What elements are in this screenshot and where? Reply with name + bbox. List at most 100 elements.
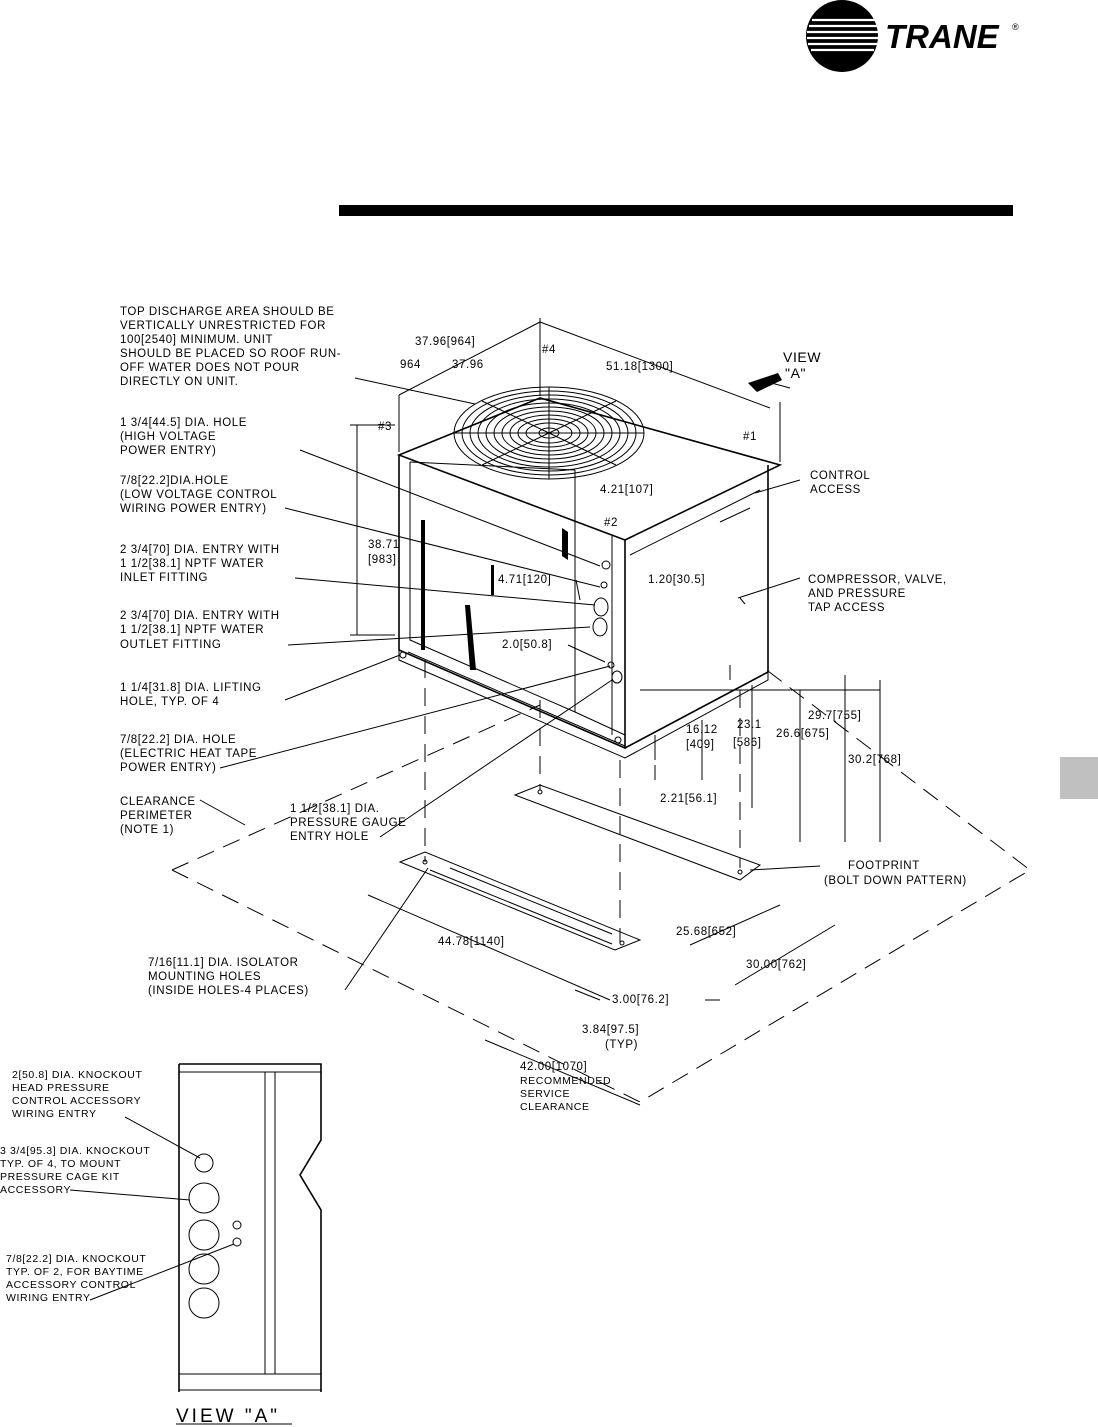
svg-text:RECOMMENDED: RECOMMENDED (520, 1075, 611, 1087)
svg-text:(BOLT DOWN PATTERN): (BOLT DOWN PATTERN) (824, 875, 967, 887)
svg-text:TYP. OF 2, FOR BAYTIME: TYP. OF 2, FOR BAYTIME (6, 1266, 144, 1278)
svg-text:HEAD PRESSURE: HEAD PRESSURE (12, 1082, 110, 1094)
svg-text:51.18[1300]: 51.18[1300] (606, 361, 673, 373)
svg-text:ENTRY HOLE: ENTRY HOLE (290, 831, 369, 843)
view-a-arrow-label-2: "A" (785, 365, 806, 381)
svg-text:42.00[1070]: 42.00[1070] (520, 1061, 587, 1073)
view-a-notes: 2[50.8] DIA. KNOCKOUT HEAD PRESSURE CONT… (0, 1069, 150, 1304)
svg-text:16.12: 16.12 (686, 724, 718, 736)
svg-text:[409]: [409] (686, 739, 715, 751)
svg-text:TYP. OF 4, TO MOUNT: TYP. OF 4, TO MOUNT (0, 1158, 121, 1170)
svg-text:2[50.8] DIA. KNOCKOUT: 2[50.8] DIA. KNOCKOUT (12, 1069, 142, 1081)
svg-text:(TYP): (TYP) (605, 1039, 638, 1051)
svg-text:1 1/2[38.1] NPTF WATER: 1 1/2[38.1] NPTF WATER (120, 624, 264, 636)
svg-text:SERVICE: SERVICE (520, 1088, 570, 1100)
svg-text:WIRING ENTRY: WIRING ENTRY (6, 1292, 91, 1304)
svg-text:(NOTE 1): (NOTE 1) (120, 824, 174, 836)
svg-text:29.7[755]: 29.7[755] (808, 710, 861, 722)
svg-text:(INSIDE HOLES-4 PLACES): (INSIDE HOLES-4 PLACES) (148, 985, 309, 997)
svg-text:PERIMETER: PERIMETER (120, 810, 193, 822)
svg-text:OUTLET FITTING: OUTLET FITTING (120, 639, 221, 651)
svg-text:VERTICALLY UNRESTRICTED FOR: VERTICALLY UNRESTRICTED FOR (120, 320, 326, 332)
header-rule (339, 205, 1013, 216)
svg-text:37.96[964]: 37.96[964] (415, 336, 475, 348)
callout-labels: 1 3/4[44.5] DIA. HOLE (HIGH VOLTAGE POWE… (120, 417, 967, 997)
svg-text:PRESSURE CAGE KIT: PRESSURE CAGE KIT (0, 1171, 120, 1183)
svg-text:ACCESSORY: ACCESSORY (0, 1184, 71, 1196)
svg-text:TOP DISCHARGE AREA SHOULD BE: TOP DISCHARGE AREA SHOULD BE (120, 306, 335, 318)
svg-text:CLEARANCE: CLEARANCE (520, 1101, 590, 1113)
svg-text:23.1: 23.1 (737, 719, 762, 731)
svg-text:MOUNTING HOLES: MOUNTING HOLES (148, 971, 261, 983)
svg-text:[983]: [983] (368, 554, 397, 566)
clearance-perimeter (171, 660, 1031, 1103)
svg-text:POWER ENTRY): POWER ENTRY) (120, 762, 216, 774)
svg-text:3 3/4[95.3] DIA. KNOCKOUT: 3 3/4[95.3] DIA. KNOCKOUT (0, 1145, 150, 1157)
svg-text:7/8[22.2] DIA. HOLE: 7/8[22.2] DIA. HOLE (120, 734, 236, 746)
svg-text:1 1/2[38.1] DIA.: 1 1/2[38.1] DIA. (290, 803, 380, 815)
corner-label-3: #3 (378, 421, 392, 433)
svg-text:OFF WATER DOES NOT POUR: OFF WATER DOES NOT POUR (120, 362, 300, 374)
svg-text:COMPRESSOR, VALVE,: COMPRESSOR, VALVE, (808, 574, 947, 586)
dimension-labels: 37.96[964] 964 37.96 51.18[1300] 38.71 [… (368, 336, 901, 1113)
trane-logo: TRANE ® (806, 0, 1019, 72)
svg-text:AND PRESSURE: AND PRESSURE (808, 588, 906, 600)
svg-text:PRESSURE GAUGE: PRESSURE GAUGE (290, 817, 406, 829)
svg-text:1 1/4[31.8] DIA. LIFTING: 1 1/4[31.8] DIA. LIFTING (120, 682, 262, 694)
svg-text:CONTROL ACCESSORY: CONTROL ACCESSORY (12, 1095, 141, 1107)
svg-text:FOOTPRINT: FOOTPRINT (848, 860, 920, 872)
svg-text:2 3/4[70] DIA. ENTRY WITH: 2 3/4[70] DIA. ENTRY WITH (120, 544, 280, 556)
corner-label-1: #1 (743, 431, 757, 443)
svg-text:38.71: 38.71 (368, 539, 400, 551)
leader-lines (199, 377, 821, 991)
svg-text:WIRING ENTRY: WIRING ENTRY (12, 1108, 97, 1120)
view-a-arrow-label: VIEW (783, 349, 821, 365)
svg-text:[586]: [586] (733, 737, 762, 749)
svg-text:1 1/2[38.1] NPTF WATER: 1 1/2[38.1] NPTF WATER (120, 558, 264, 570)
svg-text:25.68[652]: 25.68[652] (676, 926, 736, 938)
corner-label-2: #2 (604, 517, 618, 529)
svg-text:2.21[56.1]: 2.21[56.1] (660, 793, 717, 805)
svg-text:44.78[1140]: 44.78[1140] (438, 936, 505, 948)
svg-text:(ELECTRIC HEAT TAPE: (ELECTRIC HEAT TAPE (120, 748, 257, 760)
svg-text:30.2[768]: 30.2[768] (848, 754, 901, 766)
svg-text:4.71[120]: 4.71[120] (498, 574, 551, 586)
svg-text:4.21[107]: 4.21[107] (600, 484, 653, 496)
registered-mark: ® (1012, 22, 1019, 32)
svg-text:HOLE, TYP. OF 4: HOLE, TYP. OF 4 (120, 696, 219, 708)
svg-text:30.00[762]: 30.00[762] (746, 959, 806, 971)
svg-text:DIRECTLY ON UNIT.: DIRECTLY ON UNIT. (120, 376, 238, 388)
svg-text:ACCESS: ACCESS (810, 484, 861, 496)
dimension-lines (350, 318, 881, 1106)
svg-text:WIRING POWER ENTRY): WIRING POWER ENTRY) (120, 503, 267, 515)
side-tab (1060, 757, 1098, 799)
svg-text:POWER ENTRY): POWER ENTRY) (120, 445, 216, 457)
svg-text:(HIGH VOLTAGE: (HIGH VOLTAGE (120, 431, 216, 443)
svg-text:(LOW VOLTAGE CONTROL: (LOW VOLTAGE CONTROL (120, 489, 277, 501)
svg-text:ACCESSORY CONTROL: ACCESSORY CONTROL (6, 1279, 136, 1291)
svg-text:TAP ACCESS: TAP ACCESS (808, 602, 885, 614)
svg-text:7/8[22.2]DIA.HOLE: 7/8[22.2]DIA.HOLE (120, 475, 229, 487)
view-a-panel: VIEW "A" (69, 1063, 322, 1427)
unit-body (396, 397, 783, 759)
svg-text:100[2540] MINIMUM. UNIT: 100[2540] MINIMUM. UNIT (120, 334, 273, 346)
svg-text:2.0[50.8]: 2.0[50.8] (502, 639, 552, 651)
svg-text:7/8[22.2] DIA. KNOCKOUT: 7/8[22.2] DIA. KNOCKOUT (6, 1253, 146, 1265)
svg-text:3.00[76.2]: 3.00[76.2] (612, 994, 669, 1006)
fan-guard (453, 386, 645, 480)
view-a-title: VIEW "A" (176, 1406, 280, 1427)
top-discharge-note: TOP DISCHARGE AREA SHOULD BE VERTICALLY … (120, 306, 341, 388)
svg-text:INLET FITTING: INLET FITTING (120, 572, 208, 584)
svg-text:2 3/4[70] DIA. ENTRY WITH: 2 3/4[70] DIA. ENTRY WITH (120, 610, 280, 622)
svg-text:CONTROL: CONTROL (810, 470, 870, 482)
svg-text:3.84[97.5]: 3.84[97.5] (582, 1024, 639, 1036)
svg-text:SHOULD BE PLACED SO ROOF RUN-: SHOULD BE PLACED SO ROOF RUN- (120, 348, 341, 360)
corner-label-4: #4 (542, 344, 556, 356)
svg-text:37.96: 37.96 (452, 359, 484, 371)
svg-text:964: 964 (400, 359, 421, 371)
svg-text:1 3/4[44.5] DIA. HOLE: 1 3/4[44.5] DIA. HOLE (120, 417, 247, 429)
svg-text:CLEARANCE: CLEARANCE (120, 796, 196, 808)
svg-text:1.20[30.5]: 1.20[30.5] (648, 574, 705, 586)
svg-text:7/16[11.1] DIA. ISOLATOR: 7/16[11.1] DIA. ISOLATOR (148, 957, 299, 969)
